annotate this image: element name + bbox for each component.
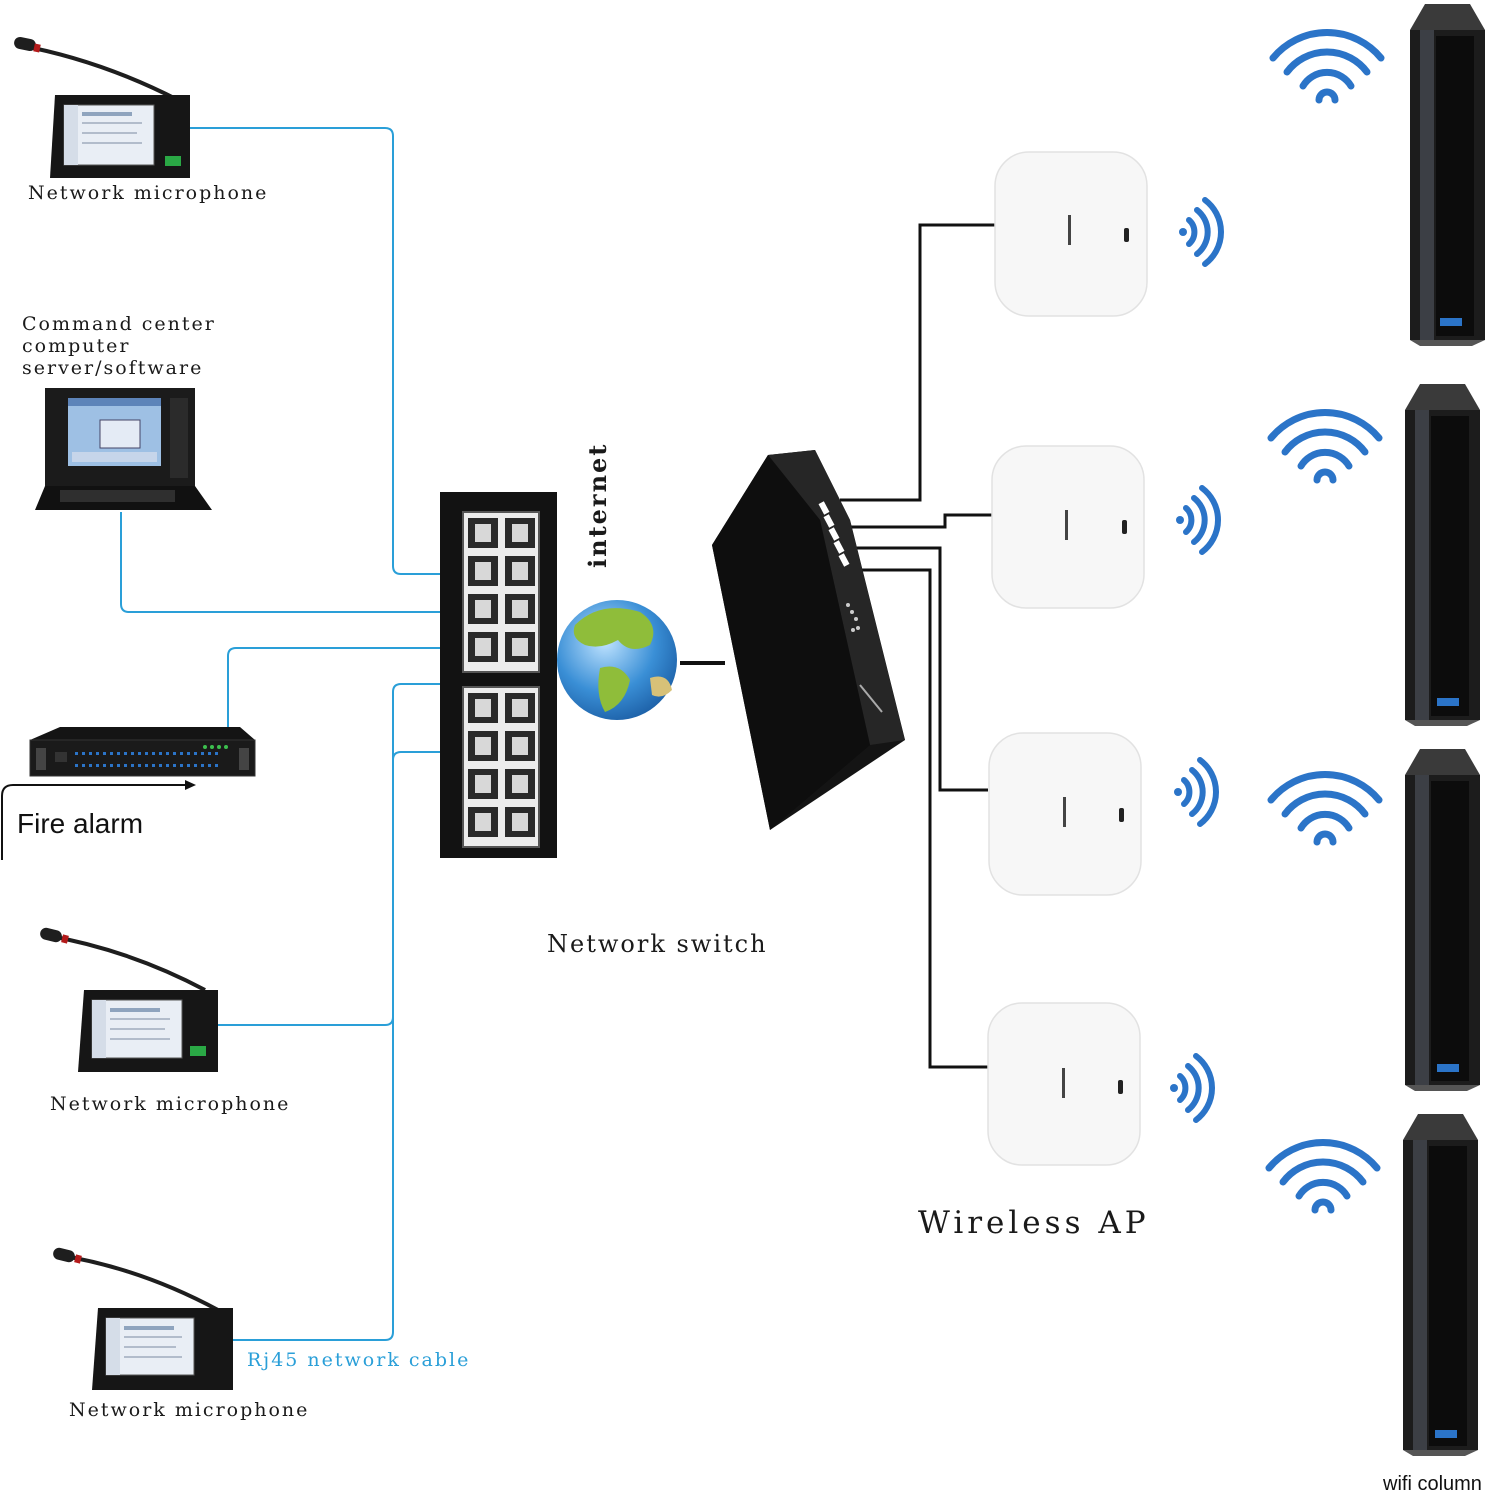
cable-command-center [120, 512, 480, 613]
ap-signal-icons [1170, 197, 1224, 1123]
column-wifi-icons [1265, 29, 1385, 1214]
label-network-switch: Network switch [547, 930, 768, 958]
fire-alarm-device [29, 727, 256, 777]
wireless-ap-2 [991, 445, 1145, 609]
mic-gooseneck [44, 933, 206, 992]
wifi-icon [1267, 409, 1383, 484]
wifi-signal-icon [1170, 1053, 1215, 1123]
mic-indicator [190, 1046, 206, 1056]
mic-indicator [165, 156, 181, 166]
cable-ap-2 [842, 513, 992, 529]
cable-ap-3 [846, 546, 988, 792]
command-center-computer [35, 388, 212, 510]
wireless-ap-4 [987, 1002, 1141, 1166]
label-rj45-cable: Rj45 network cable [247, 1349, 471, 1371]
label-mic-top: Network microphone [28, 182, 269, 204]
cable-ap-1 [840, 223, 995, 502]
label-mic-bottom: Network microphone [69, 1399, 310, 1421]
rack-handle [170, 398, 188, 478]
wifi-signal-icon [1174, 757, 1219, 827]
label-fire-alarm: Fire alarm [17, 808, 144, 839]
wifi-column-speaker-2 [1405, 384, 1480, 726]
network-microphone-bottom [53, 1247, 233, 1390]
cable-ap-4 [850, 568, 988, 1069]
network-microphone-middle [40, 927, 218, 1072]
wifi-column-speaker-3 [1405, 749, 1480, 1091]
cable-mic-middle [215, 683, 475, 1026]
cable-fire-alarm [227, 647, 480, 735]
network-microphone-top [14, 36, 190, 178]
label-wireless-ap: Wireless AP [918, 1205, 1150, 1241]
wifi-column-speaker-4 [1403, 1114, 1478, 1456]
cable-mic-top [190, 127, 480, 575]
patch-panel [440, 492, 557, 858]
wifi-icon [1265, 1139, 1381, 1214]
label-wifi-column: wifi column [1383, 1473, 1482, 1495]
label-command-center: Command center computer server/software [22, 313, 216, 379]
label-mic-middle: Network microphone [50, 1093, 291, 1115]
mic-gooseneck [17, 43, 179, 102]
internet-globe-icon [557, 600, 677, 720]
alarm-led-row [75, 752, 218, 767]
network-switch-device [712, 450, 905, 830]
fire-alarm-input-line [1, 780, 196, 860]
cable-mic-bottom [230, 751, 475, 1341]
wifi-signal-icon [1179, 197, 1224, 267]
wifi-signal-icon [1176, 485, 1221, 555]
wifi-icon [1269, 29, 1385, 104]
ap-cables [680, 223, 995, 1069]
wireless-ap-3 [988, 732, 1142, 896]
wireless-ap-1 [994, 151, 1148, 317]
label-internet: internet [583, 442, 612, 568]
wifi-icon [1267, 771, 1383, 846]
switch-ports [818, 501, 850, 567]
wifi-column-speaker-1 [1410, 4, 1485, 346]
mic-gooseneck [57, 1253, 219, 1312]
